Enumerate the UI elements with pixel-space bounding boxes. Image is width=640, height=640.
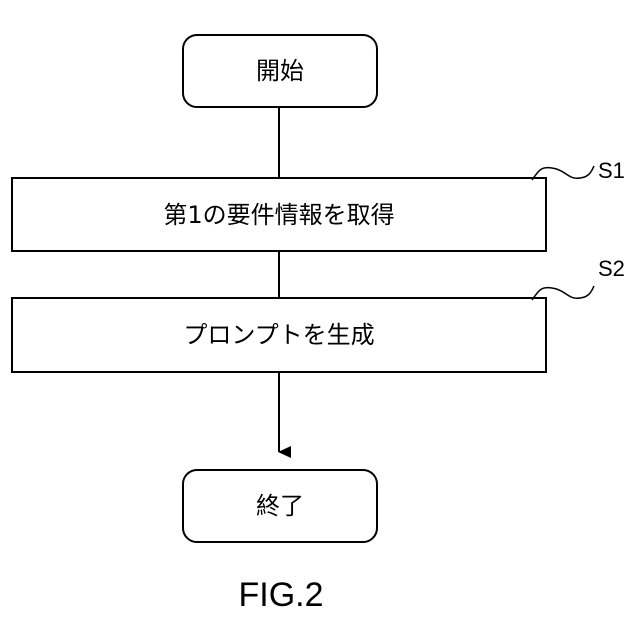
process-step-s1-label: 第1の要件情報を取得 bbox=[163, 201, 394, 229]
step-s2-id-label: S2 bbox=[598, 256, 625, 281]
end-node-label: 終了 bbox=[256, 492, 304, 520]
start-node: 開始 bbox=[183, 35, 377, 107]
end-node: 終了 bbox=[183, 470, 377, 542]
process-step-s1: 第1の要件情報を取得 bbox=[12, 178, 546, 251]
step-s1-id-label: S1 bbox=[598, 158, 625, 183]
process-step-s2: プロンプトを生成 bbox=[12, 298, 546, 372]
process-step-s2-label: プロンプトを生成 bbox=[183, 321, 374, 349]
figure-caption: FIG.2 bbox=[238, 576, 323, 614]
start-node-label: 開始 bbox=[256, 57, 304, 85]
